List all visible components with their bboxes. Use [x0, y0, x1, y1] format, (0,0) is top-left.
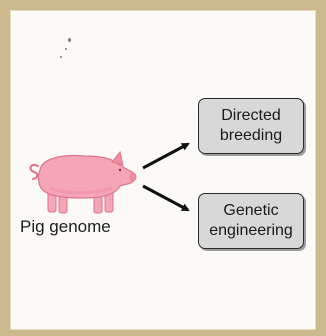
- arrow-up-right-icon: [143, 144, 188, 168]
- outcome-label-line1: Genetic: [209, 201, 293, 221]
- outcome-label-line2: engineering: [209, 221, 293, 241]
- arrow-down-right-icon: [143, 186, 188, 210]
- directed-breeding-box: Directed breeding: [198, 98, 304, 154]
- arrows: [138, 138, 198, 218]
- dust-speck: [65, 48, 67, 50]
- genetic-engineering-box: Genetic engineering: [198, 193, 304, 249]
- pig-genome-label: Pig genome: [20, 217, 111, 237]
- dust-speck: [68, 38, 71, 42]
- dust-speck: [60, 56, 62, 58]
- outcome-label-line2: breeding: [220, 126, 282, 146]
- pig-icon: [24, 148, 140, 216]
- outcome-label-line1: Directed: [220, 106, 282, 126]
